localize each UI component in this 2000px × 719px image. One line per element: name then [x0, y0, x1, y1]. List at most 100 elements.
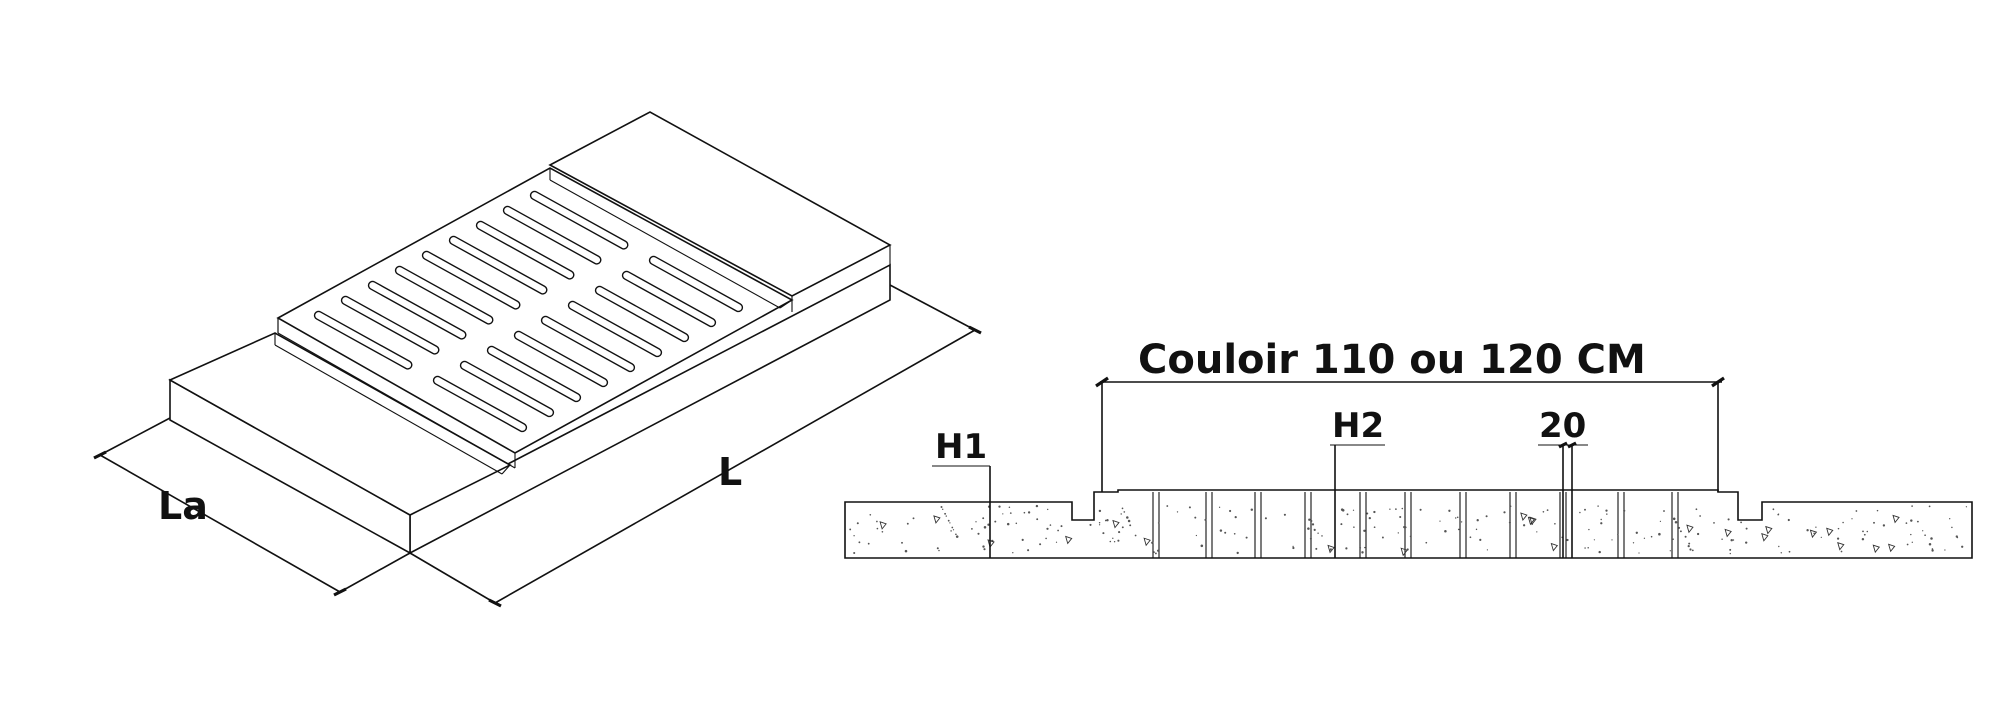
concrete-speck: [1740, 521, 1742, 524]
concrete-speck: [1157, 522, 1160, 524]
concrete-speck: [1486, 549, 1489, 551]
concrete-speck: [971, 528, 973, 530]
concrete-speck: [1820, 536, 1822, 539]
concrete-texture: [849, 504, 1968, 557]
concrete-speck: [1112, 537, 1114, 540]
concrete-speck: [1861, 537, 1865, 541]
concrete-speck: [1475, 528, 1478, 531]
concrete-speck: [1905, 522, 1908, 524]
concrete-speck: [1359, 546, 1362, 549]
concrete-speck: [1598, 550, 1601, 554]
concrete-speck: [983, 548, 986, 551]
width-label: La: [158, 484, 208, 528]
concrete-speck: [1401, 507, 1404, 510]
concrete-speck: [1623, 509, 1626, 512]
concrete-speck: [1876, 509, 1879, 512]
concrete-speck: [1456, 516, 1459, 519]
aggregate-mark: [1143, 537, 1151, 547]
concrete-speck: [1460, 521, 1463, 523]
concrete-speck: [1008, 506, 1011, 509]
concrete-speck: [1060, 525, 1063, 528]
concrete-speck: [1117, 539, 1120, 542]
concrete-speck: [1684, 535, 1687, 538]
concrete-speck: [1118, 531, 1121, 534]
concrete-speck: [881, 531, 884, 533]
concrete-speck: [1109, 540, 1112, 543]
concrete-speck: [1584, 508, 1586, 511]
concrete-speck: [1035, 504, 1039, 508]
concrete-speck: [1311, 523, 1315, 526]
concrete-speck: [1600, 518, 1602, 521]
concrete-speck: [1308, 518, 1311, 521]
concrete-speck: [1650, 535, 1653, 538]
concrete-speck: [1554, 522, 1556, 525]
concrete-speck: [1264, 517, 1267, 520]
concrete-speck: [1373, 510, 1376, 514]
concrete-speck: [1509, 505, 1512, 507]
concrete-speck: [1057, 529, 1059, 532]
concrete-speck: [1916, 520, 1919, 523]
concrete-speck: [1121, 526, 1124, 529]
aggregate-mark: [1686, 524, 1694, 534]
concrete-speck: [1931, 548, 1934, 550]
concrete-speck: [1658, 532, 1661, 536]
concrete-speck: [1584, 547, 1586, 549]
concrete-speck: [1098, 522, 1101, 524]
concrete-speck: [1395, 508, 1397, 510]
concrete-speck: [1368, 516, 1371, 520]
concrete-speck: [1931, 549, 1934, 552]
concrete-speck: [1579, 511, 1581, 514]
concrete-speck: [1027, 549, 1030, 552]
concrete-speck: [1679, 530, 1682, 533]
h2-leader: [1330, 444, 1385, 558]
concrete-speck: [1910, 533, 1912, 536]
gap-label: 20: [1539, 406, 1586, 446]
concrete-speck: [1313, 528, 1316, 531]
aggregate-mark: [1724, 528, 1732, 538]
concrete-speck: [1039, 543, 1042, 546]
concrete-speck: [1409, 535, 1412, 538]
concrete-speck: [1104, 519, 1107, 522]
concrete-speck: [1106, 519, 1109, 522]
concrete-speck: [1134, 534, 1137, 537]
concrete-speck: [1659, 520, 1662, 523]
concrete-speck: [1965, 506, 1968, 508]
concrete-speck: [1873, 521, 1875, 524]
concrete-speck: [1234, 515, 1237, 519]
concrete-speck: [1669, 550, 1671, 552]
concrete-speck: [1366, 512, 1369, 515]
concrete-speck: [945, 515, 947, 517]
concrete-speck: [947, 519, 950, 522]
concrete-speck: [1815, 526, 1817, 528]
concrete-speck: [1321, 535, 1323, 537]
concrete-speck: [951, 526, 954, 529]
concrete-speck: [1389, 508, 1391, 510]
concrete-speck: [1928, 543, 1932, 546]
concrete-speck: [982, 517, 985, 520]
concrete-speck: [1309, 537, 1312, 540]
concrete-speck: [1546, 509, 1549, 511]
cross-section: [844, 376, 1973, 559]
concrete-speck: [1721, 538, 1723, 541]
concrete-speck: [1098, 509, 1102, 513]
concrete-speck: [1788, 550, 1791, 553]
concrete-speck: [1485, 515, 1488, 518]
concrete-speck: [1617, 533, 1619, 536]
aggregate-mark: [1520, 512, 1528, 522]
concrete-speck: [1310, 519, 1313, 523]
concrete-speck: [1166, 505, 1169, 507]
grating-slots: [313, 190, 744, 433]
concrete-speck: [1363, 529, 1366, 533]
concrete-speck: [1283, 513, 1286, 516]
concrete-speck: [1777, 513, 1780, 516]
concrete-speck: [912, 517, 915, 520]
section-slab-outline: [844, 489, 1973, 559]
concrete-speck: [1194, 516, 1197, 519]
concrete-speck: [1508, 521, 1511, 524]
concrete-speck: [856, 522, 859, 525]
aggregate-mark: [1400, 547, 1408, 557]
concrete-speck: [906, 522, 909, 525]
aggregate-mark: [1529, 516, 1537, 526]
concrete-speck: [1404, 526, 1407, 529]
h1-leader: [932, 465, 991, 558]
